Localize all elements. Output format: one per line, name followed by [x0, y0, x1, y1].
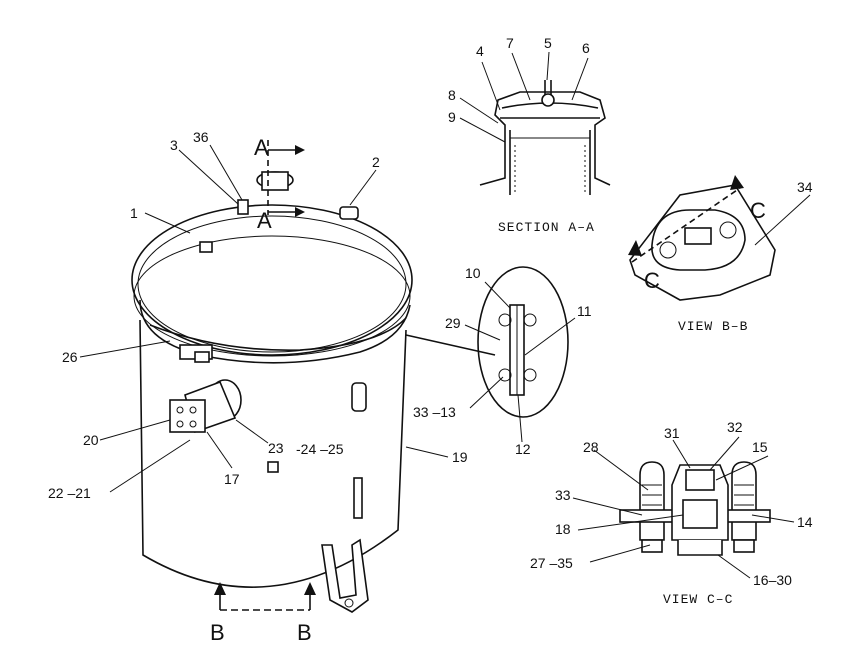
view-cc-drawing: [619, 461, 771, 556]
label-17: 17: [224, 471, 240, 487]
label-1: 1: [130, 205, 138, 221]
label-6: 6: [582, 40, 590, 56]
label-15: 15: [752, 439, 768, 455]
label-36: 36: [193, 129, 209, 145]
label-23: 23: [268, 440, 284, 456]
label-10: 10: [465, 265, 481, 281]
caption-section-aa: SECTION A–A: [498, 220, 595, 235]
view-bb-drawing: [628, 175, 776, 301]
marker-c-bottom: C: [644, 268, 660, 293]
label-22-21: 22 –21: [48, 485, 91, 501]
label-20: 20: [83, 432, 99, 448]
label-27-35: 27 –35: [530, 555, 573, 571]
part-labels: 1 2 3 36 26 20 22 –21 17 23 -24 –25 19 1…: [48, 35, 813, 588]
label-19: 19: [452, 449, 468, 465]
marker-b-left: B: [210, 620, 225, 645]
tank-lid: [131, 204, 413, 356]
marker-c-top: C: [750, 198, 766, 223]
label-7: 7: [506, 35, 514, 51]
label-32: 32: [727, 419, 743, 435]
captions: SECTION A–A VIEW B–B VIEW C–C: [498, 220, 748, 607]
label-14: 14: [797, 514, 813, 530]
label-34: 34: [797, 179, 813, 195]
marker-a-top: A: [254, 135, 269, 160]
marker-a-bottom: A: [257, 208, 272, 233]
label-12: 12: [515, 441, 531, 457]
section-aa-drawing: [479, 80, 611, 195]
caption-view-cc: VIEW C–C: [663, 592, 733, 607]
label-8: 8: [448, 87, 456, 103]
leader-lines: [79, 51, 811, 579]
label-28: 28: [583, 439, 599, 455]
label-29: 29: [445, 315, 461, 331]
section-markers: A A B B C C: [210, 135, 766, 645]
label-31: 31: [664, 425, 680, 441]
label-26: 26: [62, 349, 78, 365]
label-5: 5: [544, 35, 552, 51]
label-18: 18: [555, 521, 571, 537]
label-24-25: -24 –25: [296, 441, 344, 457]
tank-drawing: [131, 140, 496, 613]
label-33-c: 33: [555, 487, 571, 503]
marker-b-right: B: [297, 620, 312, 645]
label-3: 3: [170, 137, 178, 153]
label-4: 4: [476, 43, 484, 59]
tank-body: [139, 319, 407, 588]
detail-callout: [477, 266, 569, 418]
caption-view-bb: VIEW B–B: [678, 319, 748, 334]
label-9: 9: [448, 109, 456, 125]
label-11: 11: [577, 303, 592, 319]
label-33-13: 33 –13: [413, 404, 456, 420]
label-2: 2: [372, 154, 380, 170]
label-16-30: 16–30: [753, 572, 792, 588]
